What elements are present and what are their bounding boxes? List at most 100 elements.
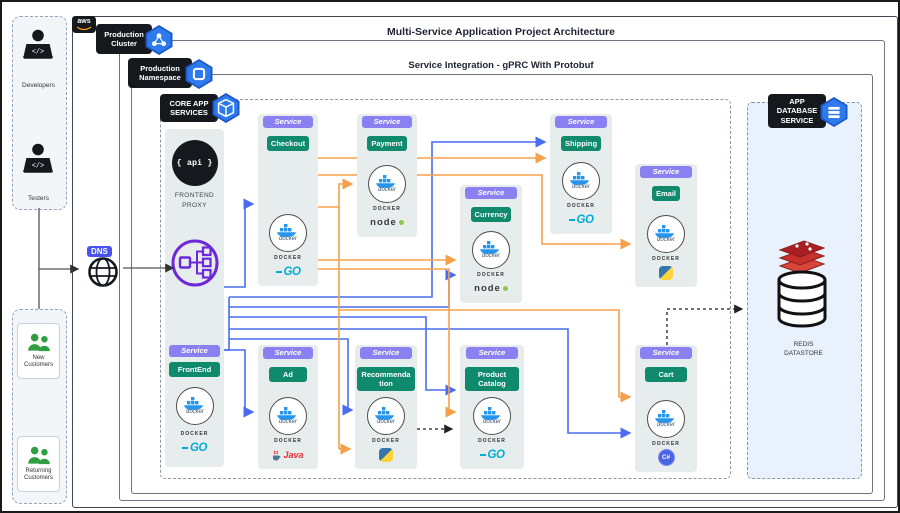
docker-whale-icon — [655, 225, 674, 238]
docker-caption: DOCKER — [274, 255, 302, 261]
docker-word: docker — [656, 237, 675, 243]
api-icon: { api } — [171, 140, 218, 186]
node-icon: node — [474, 281, 508, 296]
node-label: node — [474, 283, 501, 294]
node-icon: node — [370, 215, 404, 230]
frontend-proxy-panel: { api } FRONTEND PROXY Service FrontEnd … — [165, 129, 224, 467]
frontend-proxy-line1: FRONTEND — [174, 192, 215, 199]
go-icon: GO — [165, 440, 224, 455]
docker-word: docker — [377, 187, 396, 193]
service-badge: Service — [362, 116, 412, 128]
service-badge: Service — [360, 347, 412, 359]
production-cluster-frame — [119, 40, 885, 501]
service-badge: Service — [263, 347, 313, 359]
svg-text:</>: </> — [32, 162, 44, 170]
service-panel-cart: Service Cart docker DOCKER C# — [635, 345, 697, 472]
database-grid-icon — [819, 97, 849, 127]
docker-icon: docker — [368, 165, 406, 203]
docker-word: docker — [376, 419, 395, 425]
svg-text:</>: </> — [32, 48, 44, 56]
service-panel-recommendation: Service Recommendation docker DOCKER — [355, 345, 417, 469]
redis-label-line1: REDIS — [793, 341, 814, 348]
redis-icon — [767, 234, 837, 341]
docker-caption: DOCKER — [372, 438, 400, 444]
python-icon — [659, 265, 673, 280]
dns-globe-icon — [83, 252, 123, 295]
go-label: GO — [283, 265, 301, 278]
redis-datastore-label: REDIS DATASTORE — [747, 340, 860, 358]
service-name-email: Email — [651, 186, 680, 201]
service-badge: Service — [465, 347, 519, 359]
go-label: GO — [190, 441, 207, 454]
redis-label-line2: DATASTORE — [784, 350, 823, 358]
docker-icon: docker — [472, 231, 510, 269]
docker-whale-icon — [655, 410, 674, 423]
docker-caption: DOCKER — [373, 206, 401, 212]
docker-caption: DOCKER — [478, 438, 506, 444]
docker-icon: docker — [647, 215, 685, 253]
java-cup-icon — [273, 450, 281, 461]
service-panel-ad: Service Ad docker DOCKER Java — [258, 345, 318, 469]
service-panel-product-catalog: Service Product Catalog docker DOCKER GO — [460, 345, 524, 469]
service-badge: Service — [640, 166, 692, 178]
testers-label: Testers — [28, 195, 49, 202]
docker-icon: docker — [269, 214, 307, 252]
service-name-checkout: Checkout — [266, 136, 310, 151]
go-icon: GO — [479, 447, 505, 462]
load-balancer-icon — [169, 237, 221, 294]
new-customers-label: New Customers — [23, 355, 53, 368]
docker-caption: DOCKER — [180, 431, 209, 437]
cube-icon — [211, 93, 241, 123]
aws-logo: aws — [72, 16, 96, 33]
core-app-services-label: CORE APP SERVICES — [160, 94, 218, 122]
docker-word: docker — [278, 419, 297, 425]
developers-label: Developers — [22, 82, 55, 89]
service-panel-currency: Service Currency docker DOCKER node — [460, 185, 522, 303]
go-label: GO — [576, 213, 594, 226]
returning-customers-card: Returning Customers — [17, 436, 60, 492]
aws-cloud-frame — [72, 16, 898, 508]
service-badge: Service — [169, 345, 220, 357]
docker-word: docker — [482, 419, 501, 425]
service-name-currency: Currency — [470, 207, 512, 222]
service-name-frontend: FrontEnd — [169, 362, 220, 377]
aws-logo-text: aws — [77, 17, 91, 25]
service-badge: Service — [555, 116, 607, 128]
production-namespace-label: Production Namespace — [128, 58, 192, 88]
namespace-icon — [184, 59, 214, 89]
docker-icon: docker — [473, 397, 511, 435]
developer-icon: </> — [19, 28, 57, 67]
service-panel-payment: Service Payment docker DOCKER node — [357, 114, 417, 237]
csharp-label: C# — [661, 454, 671, 461]
service-badge: Service — [263, 116, 313, 128]
go-icon: GO — [568, 212, 594, 227]
docker-caption: DOCKER — [567, 203, 595, 209]
service-panel-email: Service Email docker DOCKER — [635, 164, 697, 287]
docker-icon: docker — [562, 162, 600, 200]
service-panel-shipping: Service Shipping docker DOCKER GO — [550, 114, 612, 234]
frontend-proxy-line2: PROXY — [182, 201, 207, 209]
service-badge: Service — [640, 347, 692, 359]
diagram-title: Multi-Service Application Project Archit… — [387, 26, 615, 38]
docker-caption: DOCKER — [652, 256, 680, 262]
customers-icon — [27, 446, 50, 465]
production-cluster-label: Production Cluster — [96, 24, 152, 54]
docker-icon: docker — [269, 397, 307, 435]
docker-word: docker — [571, 184, 590, 190]
app-database-service-label: APP DATABASE SERVICE — [768, 94, 826, 128]
returning-customers-label: Returning Customers — [23, 468, 53, 481]
docker-word: docker — [185, 409, 204, 415]
python-icon — [379, 447, 393, 462]
docker-icon: docker — [647, 400, 685, 438]
tester-icon: </> — [19, 142, 57, 181]
production-namespace-frame — [131, 74, 873, 494]
java-icon: Java — [272, 447, 304, 462]
dns-badge: DNS — [87, 246, 112, 257]
docker-caption: DOCKER — [274, 438, 302, 444]
new-customers-card: New Customers — [17, 323, 60, 379]
java-label: Java — [283, 449, 304, 460]
service-name-ad: Ad — [269, 367, 307, 382]
integration-title: Service Integration - gPRC With Protobuf — [408, 60, 594, 71]
service-badge: Service — [465, 187, 517, 199]
